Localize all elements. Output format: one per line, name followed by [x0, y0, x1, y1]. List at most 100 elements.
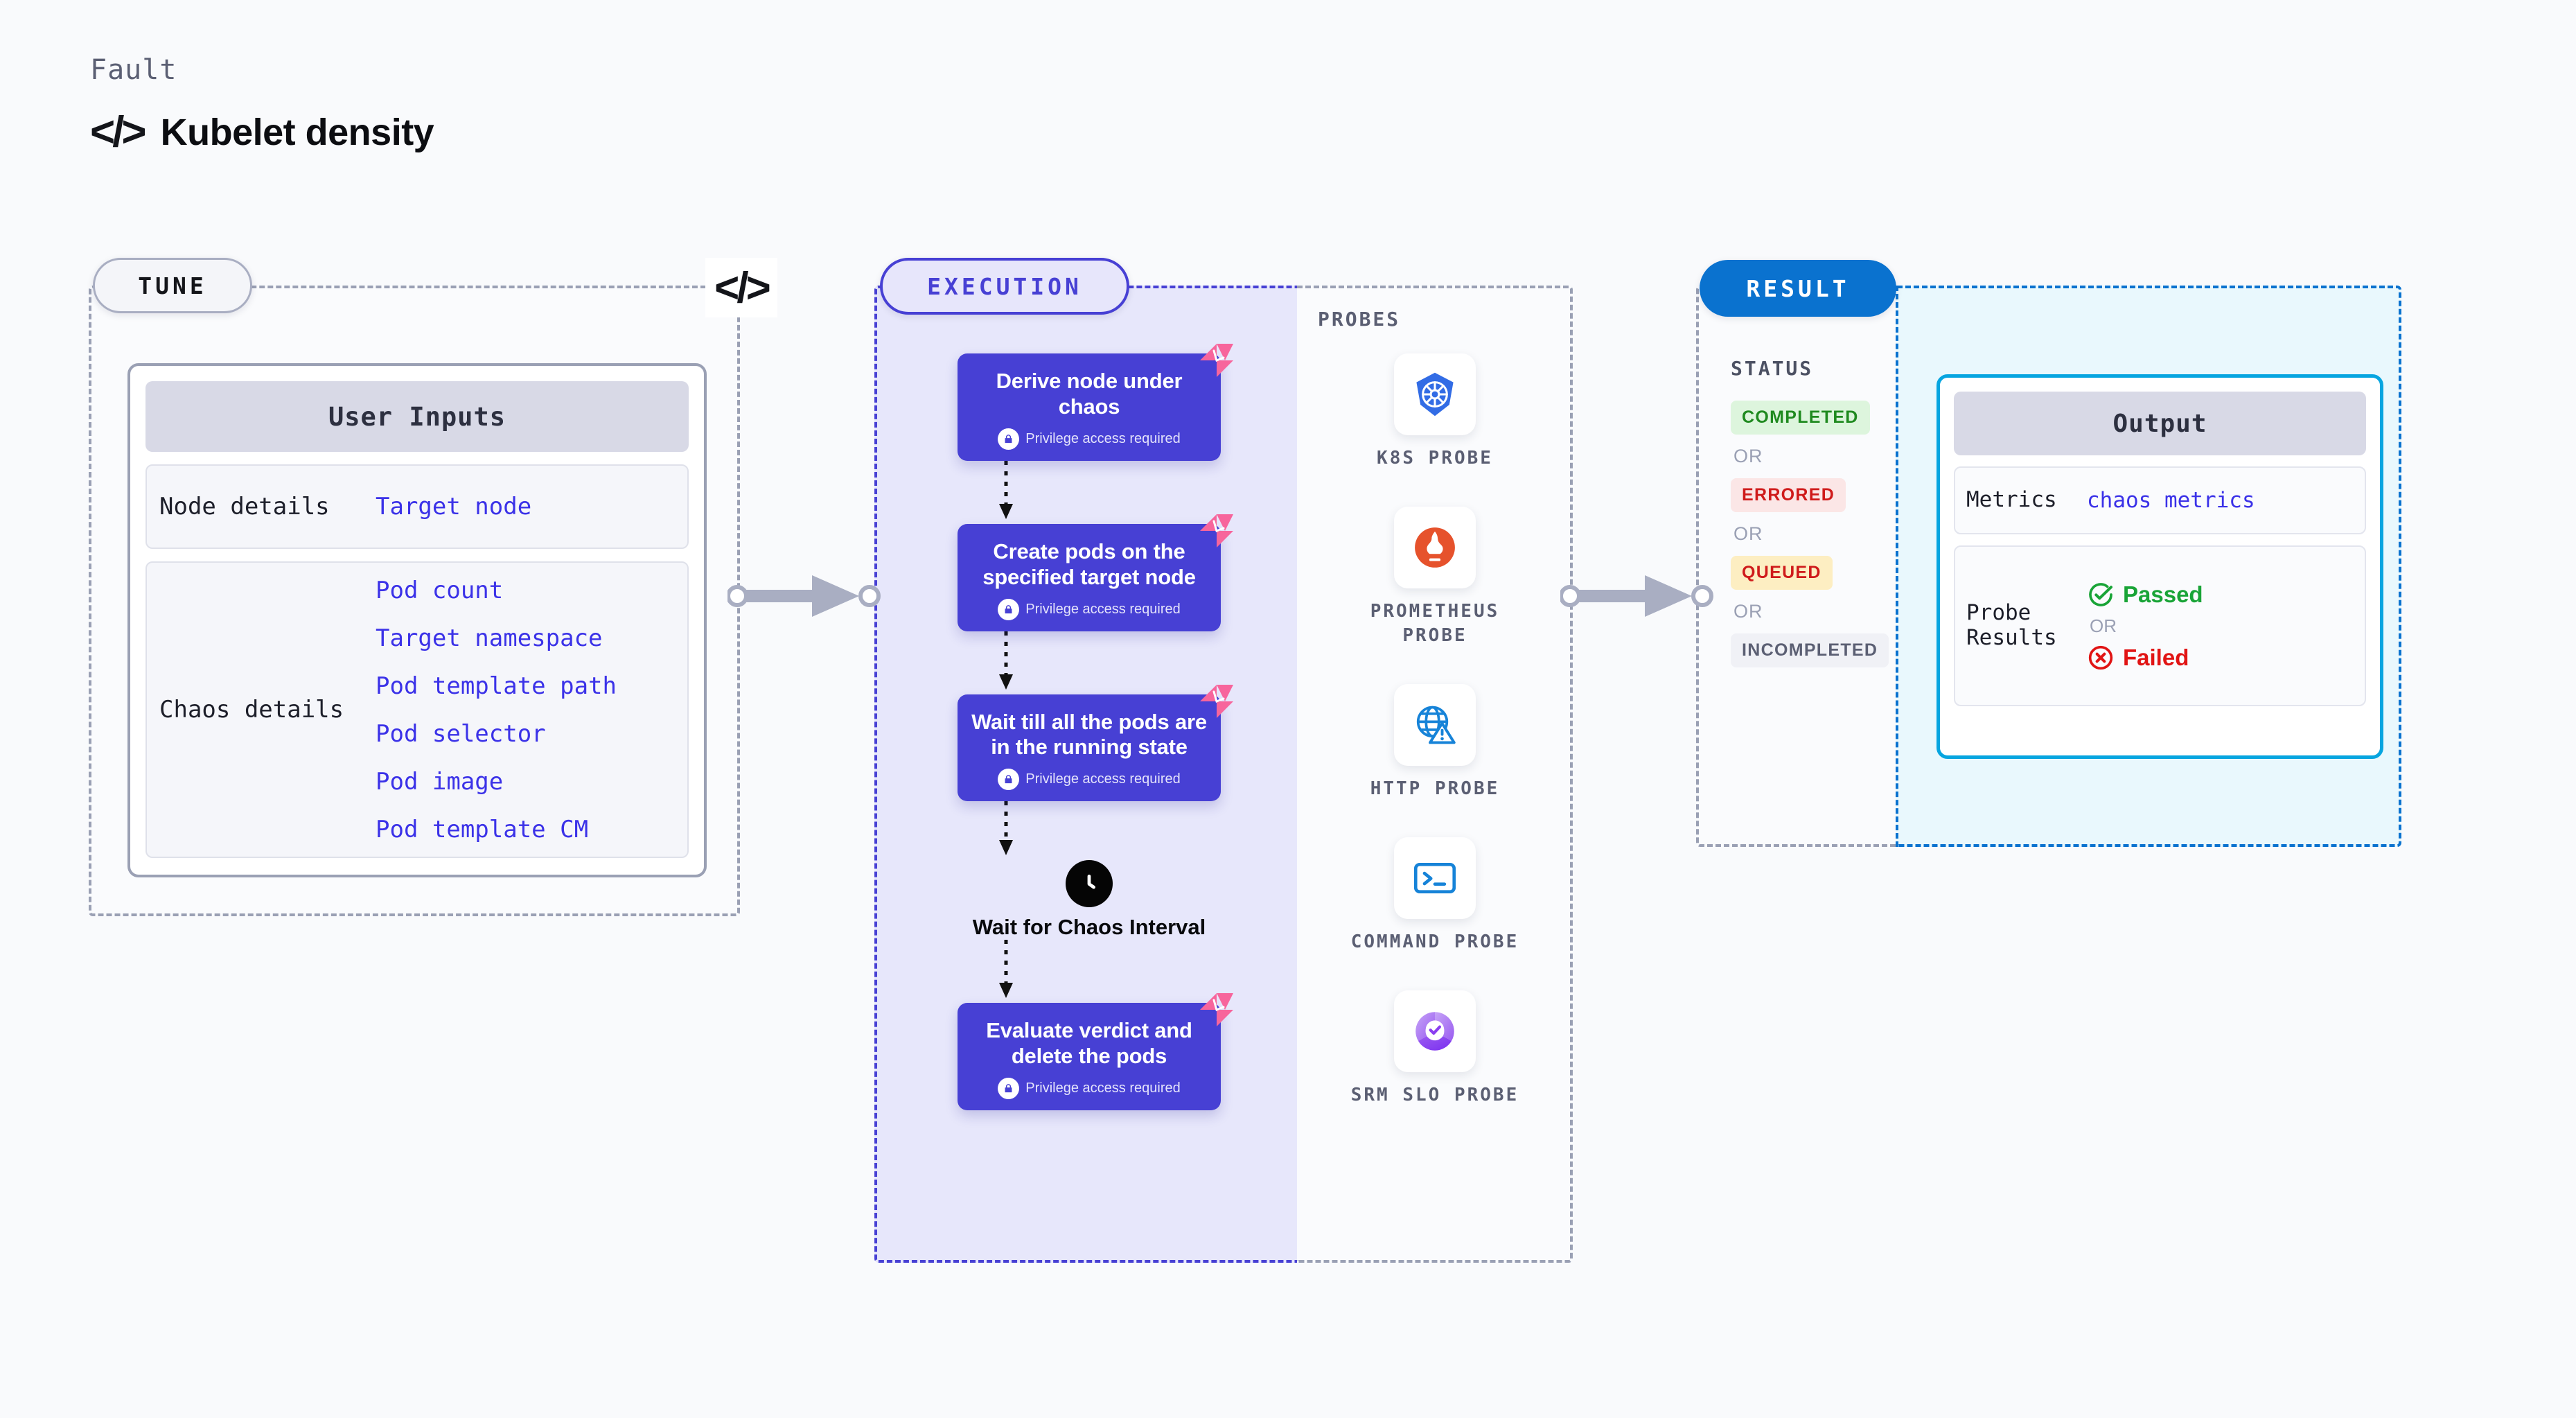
flow-node-title: Wait till all the pods are in the runnin…: [971, 709, 1207, 760]
verdict-column: Passed OR Failed: [2087, 581, 2203, 672]
flow-step-wait-interval: Wait for Chaos Interval: [874, 860, 1304, 940]
flow-node-title: Evaluate verdict and delete the pods: [986, 1018, 1192, 1069]
flow-step-2[interactable]: Create pods on the specified target node…: [958, 514, 1233, 631]
flow-arrow-2: [999, 631, 1013, 690]
execution-flow: Derive node under chaos Privilege access…: [874, 286, 1304, 1111]
flow-arrow-4: [999, 940, 1013, 999]
privilege-note: Privilege access required: [970, 428, 1208, 450]
flow-node-evaluate-verdict[interactable]: Evaluate verdict and delete the pods Pri…: [958, 993, 1233, 1111]
probes-list: K8S PROBE PROMETHEUS PROBE: [1297, 353, 1573, 1108]
page-title-row: </> Kubelet density: [90, 111, 434, 154]
probe-label: K8S PROBE: [1377, 448, 1493, 469]
verdict-failed: Failed: [2087, 644, 2203, 672]
flow-step-1[interactable]: Derive node under chaos Privilege access…: [958, 344, 1233, 461]
prometheus-flame-icon: [1394, 507, 1476, 589]
lock-icon: [998, 769, 1020, 791]
status-badge-completed: COMPLETED: [1731, 401, 1870, 435]
flow-step-5[interactable]: Evaluate verdict and delete the pods Pri…: [958, 993, 1233, 1111]
node-details-label: Node details: [159, 492, 330, 520]
probe-item-k8s[interactable]: K8S PROBE: [1338, 353, 1532, 471]
tune-value-target-node[interactable]: Target node: [376, 493, 532, 520]
wait-interval-label: Wait for Chaos Interval: [972, 915, 1206, 940]
code-icon: </>: [90, 108, 147, 156]
status-or-3: OR: [1733, 601, 1763, 622]
status-badge-incompleted: INCOMPLETED: [1731, 633, 1889, 667]
connector-tune-to-execution: [727, 575, 881, 617]
tune-value-pod-template-path[interactable]: Pod template path: [376, 672, 617, 700]
status-or-1: OR: [1733, 446, 1763, 466]
fault-marker-icon: [1200, 514, 1233, 548]
verdict-passed-label: Passed: [2123, 581, 2203, 607]
fault-marker-icon: [1200, 684, 1233, 718]
privilege-note: Privilege access required: [970, 769, 1208, 791]
probe-item-srm-slo[interactable]: SRM SLO PROBE: [1338, 990, 1532, 1108]
connector-execution-to-result: [1560, 575, 1713, 617]
probes-panel: [1297, 286, 1573, 1263]
lock-icon: [998, 1078, 1020, 1100]
privilege-note-text: Privilege access required: [1025, 771, 1181, 787]
x-circle-icon: [2088, 645, 2113, 669]
fault-marker-icon: [1200, 993, 1233, 1027]
flow-node-title: Derive node under chaos: [996, 369, 1183, 419]
privilege-note-text: Privilege access required: [1025, 430, 1181, 446]
privilege-note-text: Privilege access required: [1025, 1080, 1181, 1096]
globe-warning-icon: [1394, 684, 1476, 767]
node-details-row: Node details Target node: [145, 464, 689, 549]
probe-item-command[interactable]: COMMAND PROBE: [1338, 837, 1532, 954]
user-inputs-card: User Inputs Node details Target node Cha…: [127, 363, 707, 877]
output-title: Output: [1954, 392, 2366, 455]
fault-marker-icon: [1200, 344, 1233, 377]
output-metrics-value[interactable]: chaos metrics: [2087, 488, 2255, 513]
node-details-values: Target node: [376, 493, 531, 520]
flow-node-title: Create pods on the specified target node: [982, 539, 1196, 589]
probe-label: PROMETHEUS PROBE: [1370, 601, 1500, 647]
output-probe-results-label: Probe Results: [1966, 600, 2057, 650]
tune-value-pod-image[interactable]: Pod image: [376, 767, 504, 796]
output-card: Output Metrics chaos metrics Probe Resul…: [1937, 374, 2383, 759]
slo-donut-check-icon: [1394, 990, 1476, 1073]
kubernetes-icon: [1394, 353, 1476, 435]
page-title: Kubelet density: [160, 112, 434, 153]
tune-value-pod-selector[interactable]: Pod selector: [376, 719, 546, 748]
check-circle-icon: [2089, 582, 2112, 606]
tune-value-target-namespace[interactable]: Target namespace: [376, 624, 603, 652]
status-badge-queued: QUEUED: [1731, 556, 1833, 590]
probe-label: SRM SLO PROBE: [1350, 1085, 1519, 1106]
tune-value-pod-template-cm[interactable]: Pod template CM: [376, 815, 589, 843]
flow-node-create-pods[interactable]: Create pods on the specified target node…: [958, 514, 1233, 631]
tune-value-pod-count[interactable]: Pod count: [376, 576, 504, 604]
status-title: STATUS: [1731, 357, 1814, 380]
output-metrics-row: Metrics chaos metrics: [1954, 466, 2366, 534]
output-metrics-label: Metrics: [1966, 487, 2057, 513]
lock-icon: [998, 598, 1020, 620]
terminal-icon: [1394, 837, 1476, 920]
status-badge-errored: ERRORED: [1731, 478, 1846, 512]
clock-icon: [1066, 860, 1113, 908]
verdict-failed-label: Failed: [2123, 644, 2189, 670]
verdict-passed: Passed: [2087, 581, 2203, 609]
privilege-note: Privilege access required: [970, 598, 1208, 620]
execution-stage-label: EXECUTION: [880, 258, 1129, 315]
chaos-details-label: Chaos details: [159, 695, 344, 724]
privilege-note: Privilege access required: [970, 1078, 1208, 1100]
tune-code-icon: </>: [705, 258, 777, 317]
result-status-panel: [1696, 286, 1897, 847]
flow-node-wait-pods-running[interactable]: Wait till all the pods are in the runnin…: [958, 684, 1233, 802]
lock-icon: [998, 428, 1020, 450]
flow-arrow-3: [999, 801, 1013, 856]
flow-node-derive-node-under-chaos[interactable]: Derive node under chaos Privilege access…: [958, 344, 1233, 461]
probe-item-prometheus[interactable]: PROMETHEUS PROBE: [1338, 507, 1532, 648]
status-or-2: OR: [1733, 523, 1763, 544]
privilege-note-text: Privilege access required: [1025, 601, 1181, 617]
probe-label: HTTP PROBE: [1370, 778, 1500, 800]
result-stage-label: RESULT: [1700, 260, 1896, 317]
probe-item-http[interactable]: HTTP PROBE: [1338, 684, 1532, 801]
probe-label: COMMAND PROBE: [1350, 931, 1519, 953]
flow-step-3[interactable]: Wait till all the pods are in the runnin…: [958, 684, 1233, 802]
status-list: COMPLETED OR ERRORED OR QUEUED OR INCOMP…: [1731, 401, 1889, 667]
page-kicker: Fault: [90, 54, 177, 86]
chaos-details-row: Chaos details Pod count Target namespace…: [145, 561, 689, 858]
probes-title: PROBES: [1318, 308, 1401, 331]
verdict-or: OR: [2090, 615, 2117, 636]
